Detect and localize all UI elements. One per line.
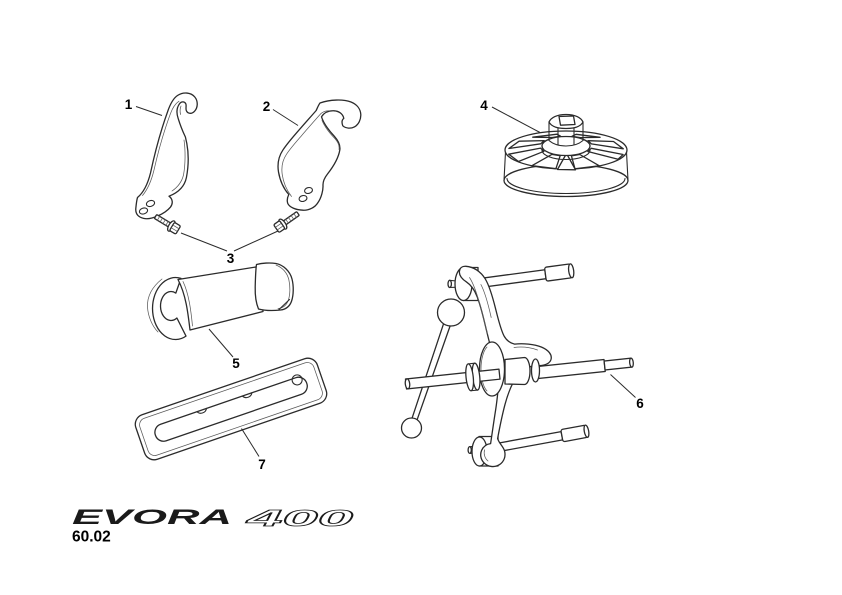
callout-4-label: 4	[480, 98, 488, 113]
part-4-cap-wrench-drawing	[503, 113, 629, 198]
callout-5-label: 5	[232, 356, 240, 371]
callout-2-label: 2	[263, 99, 271, 114]
callout-1-label: 1	[125, 97, 133, 112]
part-3-bolt-right-drawing	[273, 211, 300, 233]
part-5-sleeve-drawing	[147, 262, 294, 341]
part-3-bolt-left-drawing	[154, 214, 181, 235]
brand-wordmark: EVORA	[72, 506, 232, 529]
leader-lines	[135, 106, 636, 457]
callout-6-label: 6	[636, 396, 644, 411]
section-number: 60.02	[72, 529, 111, 546]
part-1-bracket-drawing	[135, 92, 198, 220]
part-6-puller-drawing	[400, 263, 634, 468]
model-wordmark: 400	[245, 505, 353, 531]
callout-7-label: 7	[258, 457, 266, 472]
part-7-plate-drawing	[134, 357, 328, 461]
part-2-bracket-drawing	[277, 99, 362, 211]
footer: EVORA 400 60.02	[72, 504, 354, 546]
callout-3-label: 3	[227, 251, 235, 266]
callout-labels: 1 2 3 4 5 6 7	[125, 97, 645, 472]
